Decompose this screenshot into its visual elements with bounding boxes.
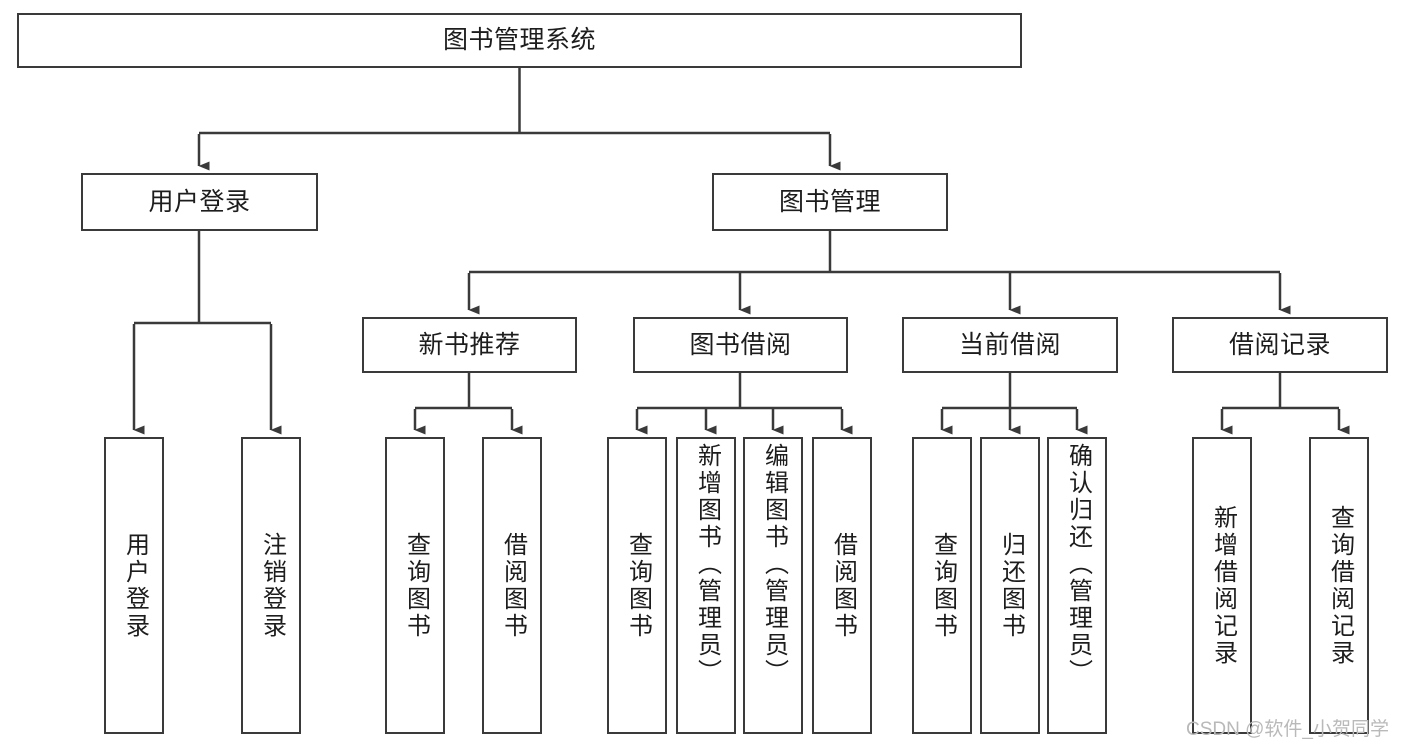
node-label: 新增图书（管理员） [693, 443, 721, 686]
node-label: 借阅记录 [1228, 330, 1331, 359]
leaf-edit-book-admin[interactable]: 编辑图书（管理员） [743, 437, 803, 734]
node-root-system[interactable]: 图书管理系统 [17, 13, 1022, 68]
leaf-borrow-book-recommend[interactable]: 借阅图书 [482, 437, 542, 734]
leaf-add-book-admin[interactable]: 新增图书（管理员） [676, 437, 736, 734]
leaf-confirm-return-admin[interactable]: 确认归还（管理员） [1047, 437, 1107, 734]
node-current-borrow[interactable]: 当前借阅 [902, 317, 1118, 373]
node-label: 查询图书 [402, 531, 430, 640]
node-label: 编辑图书（管理员） [760, 443, 788, 686]
node-label: 当前借阅 [958, 330, 1061, 359]
node-label: 借阅图书 [829, 531, 857, 640]
node-label: 新增借阅记录 [1209, 504, 1237, 667]
node-label: 确认归还（管理员） [1064, 443, 1092, 686]
leaf-query-borrow-record[interactable]: 查询借阅记录 [1309, 437, 1369, 734]
node-label: 图书借阅 [689, 330, 792, 359]
leaf-query-book-current[interactable]: 查询图书 [912, 437, 972, 734]
leaf-query-book-recommend[interactable]: 查询图书 [385, 437, 445, 734]
node-new-book-recommend[interactable]: 新书推荐 [362, 317, 577, 373]
leaf-query-book-borrow[interactable]: 查询图书 [607, 437, 667, 734]
leaf-return-book[interactable]: 归还图书 [980, 437, 1040, 734]
leaf-add-borrow-record[interactable]: 新增借阅记录 [1192, 437, 1252, 734]
csdn-watermark: CSDN @软件_小贺同学 [1186, 719, 1389, 740]
node-label: 用户登录 [148, 187, 251, 216]
node-borrow-record[interactable]: 借阅记录 [1172, 317, 1388, 373]
leaf-user-login[interactable]: 用户登录 [104, 437, 164, 734]
leaf-borrow-book[interactable]: 借阅图书 [812, 437, 872, 734]
node-label: 查询借阅记录 [1326, 504, 1354, 667]
node-label: 新书推荐 [418, 330, 521, 359]
node-book-management[interactable]: 图书管理 [712, 173, 948, 231]
leaf-logout[interactable]: 注销登录 [241, 437, 301, 734]
node-label: 查询图书 [624, 531, 652, 640]
node-label: 图书管理 [778, 187, 881, 216]
node-label: 注销登录 [258, 531, 286, 640]
node-label: 用户登录 [121, 531, 149, 640]
node-label: 图书管理系统 [442, 26, 596, 54]
node-label: 归还图书 [997, 531, 1025, 640]
node-label: 借阅图书 [499, 531, 527, 640]
node-user-login[interactable]: 用户登录 [81, 173, 318, 231]
node-book-borrow[interactable]: 图书借阅 [633, 317, 848, 373]
node-label: 查询图书 [929, 531, 957, 640]
